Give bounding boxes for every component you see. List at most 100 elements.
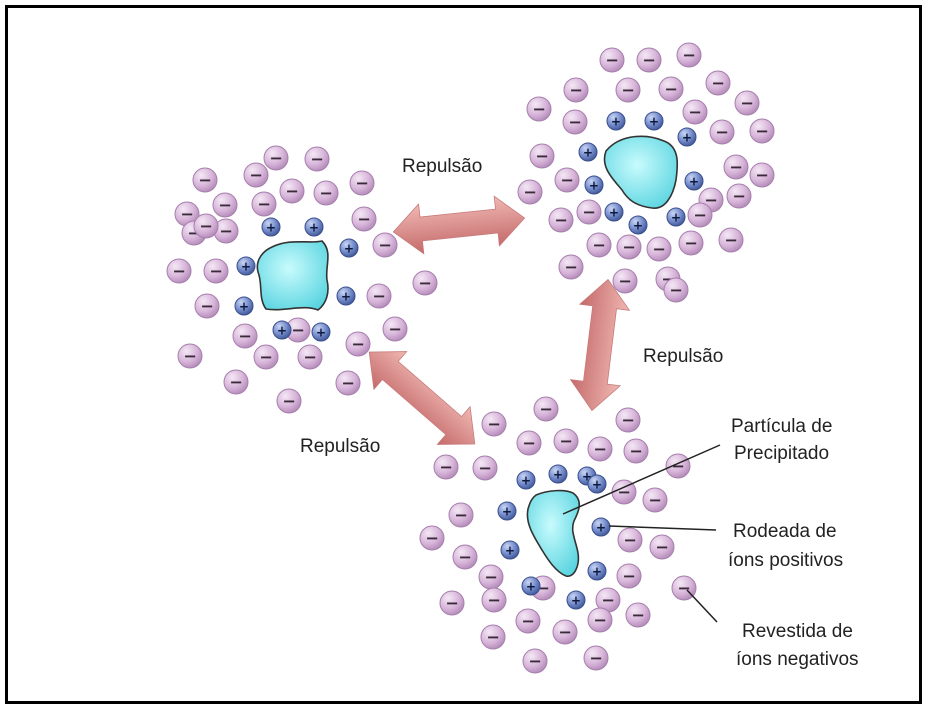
negative-ion-symbol: − bbox=[454, 506, 468, 525]
negative-ion: − bbox=[482, 588, 506, 612]
negative-ion-symbol: − bbox=[425, 529, 439, 548]
negative-ion: − bbox=[577, 200, 601, 224]
negative-ion: − bbox=[688, 203, 712, 227]
particle-left bbox=[257, 241, 328, 310]
positive-ion: + bbox=[549, 465, 567, 483]
negative-ion: − bbox=[600, 48, 624, 72]
positive-ions-label-line1: Rodeada de bbox=[733, 521, 837, 542]
negative-ion: − bbox=[449, 503, 473, 527]
positive-ion-symbol: + bbox=[316, 326, 326, 340]
positive-ion-symbol: + bbox=[341, 290, 351, 304]
negative-ion-symbol: − bbox=[209, 262, 223, 281]
negative-ion: − bbox=[453, 545, 477, 569]
negative-ion-symbol: − bbox=[621, 81, 635, 100]
negative-ion: − bbox=[336, 371, 360, 395]
negative-ion: − bbox=[314, 181, 338, 205]
negative-ion-symbol: − bbox=[724, 231, 738, 250]
positive-ion-symbol: + bbox=[682, 131, 692, 145]
negative-ion-symbol: − bbox=[183, 347, 197, 366]
negative-ion: − bbox=[613, 269, 637, 293]
particle-bottom bbox=[527, 491, 579, 577]
negative-ion-symbol: − bbox=[655, 538, 669, 557]
positive-ion-symbol: + bbox=[671, 211, 681, 225]
negative-ion-symbol: − bbox=[180, 205, 194, 224]
negative-ion-symbol: − bbox=[521, 612, 535, 631]
negative-ion-symbol: − bbox=[259, 348, 273, 367]
negative-ion: − bbox=[224, 370, 248, 394]
positive-ion-symbol: + bbox=[266, 221, 276, 235]
positive-ion-symbol: + bbox=[344, 242, 354, 256]
negative-ion: − bbox=[527, 97, 551, 121]
positive-ion: + bbox=[312, 323, 330, 341]
negative-ion-symbol: − bbox=[558, 623, 572, 642]
negative-ion: − bbox=[254, 345, 278, 369]
negative-ion-symbol: − bbox=[303, 348, 317, 367]
negative-ion-symbol: − bbox=[487, 415, 501, 434]
negative-ion: − bbox=[534, 397, 558, 421]
negative-ion-symbol: − bbox=[605, 51, 619, 70]
negative-ion: − bbox=[244, 163, 268, 187]
negative-ion: − bbox=[383, 317, 407, 341]
negative-ion: − bbox=[554, 429, 578, 453]
positive-ion: + bbox=[517, 471, 535, 489]
negative-ion: − bbox=[516, 609, 540, 633]
negative-ion-symbol: − bbox=[218, 196, 232, 215]
positive-ions-label-line2: íons positivos bbox=[728, 550, 843, 571]
negative-ion-symbol: − bbox=[564, 258, 578, 277]
negative-ion: − bbox=[624, 439, 648, 463]
particle-top bbox=[604, 136, 677, 208]
negative-ion: − bbox=[750, 163, 774, 187]
positive-ion-symbol: + bbox=[241, 260, 251, 274]
positive-ion-symbol: + bbox=[239, 300, 249, 314]
negative-ion-symbol: − bbox=[528, 652, 542, 671]
negative-ion: − bbox=[584, 646, 608, 670]
negative-ion: − bbox=[616, 408, 640, 432]
negative-ion: − bbox=[264, 146, 288, 170]
negative-ion-symbol: − bbox=[319, 184, 333, 203]
negative-ion-symbol: − bbox=[388, 320, 402, 339]
negative-ion: − bbox=[523, 649, 547, 673]
negative-ion-symbol: − bbox=[642, 51, 656, 70]
negative-ion: − bbox=[666, 454, 690, 478]
negative-ion: − bbox=[413, 271, 437, 295]
negative-ion-symbol: − bbox=[715, 123, 729, 142]
negative-ion-symbol: − bbox=[593, 440, 607, 459]
positive-ion-symbol: + bbox=[689, 175, 699, 189]
negative-ion-symbol: − bbox=[291, 321, 305, 340]
positive-ion: + bbox=[262, 218, 280, 236]
negative-ion-symbol: − bbox=[269, 149, 283, 168]
repulsion-arrow-right bbox=[567, 276, 633, 413]
positive-ion-symbol: + bbox=[571, 594, 581, 608]
negative-ion: − bbox=[643, 488, 667, 512]
negative-ion: − bbox=[559, 255, 583, 279]
negative-ion-symbol: − bbox=[199, 217, 213, 236]
negative-ion-symbol: − bbox=[418, 274, 432, 293]
negative-ion-symbol: − bbox=[682, 46, 696, 65]
positive-ion-symbol: + bbox=[583, 146, 593, 160]
negative-ion: − bbox=[233, 324, 257, 348]
negative-ion: − bbox=[204, 259, 228, 283]
negative-ion-symbol: − bbox=[532, 100, 546, 119]
negative-ion-symbol: − bbox=[622, 238, 636, 257]
negative-ion-symbol: − bbox=[478, 459, 492, 478]
negative-ion: − bbox=[564, 78, 588, 102]
negative-ion-symbol: − bbox=[257, 195, 271, 214]
negative-ion-symbol: − bbox=[310, 150, 324, 169]
negative-ion: − bbox=[647, 237, 671, 261]
positive-ion: + bbox=[607, 112, 625, 130]
positive-ion: + bbox=[667, 208, 685, 226]
negative-ion-symbol: − bbox=[341, 374, 355, 393]
negative-ion: − bbox=[719, 228, 743, 252]
negative-ion-symbol: − bbox=[582, 203, 596, 222]
negative-ion-symbol: − bbox=[669, 281, 683, 300]
negative-ion: − bbox=[277, 389, 301, 413]
negative-ion-symbol: − bbox=[535, 147, 549, 166]
negative-ion: − bbox=[706, 71, 730, 95]
positive-ion: + bbox=[605, 203, 623, 221]
positive-ion: + bbox=[337, 287, 355, 305]
positive-ion: + bbox=[645, 112, 663, 130]
negative-ion: − bbox=[750, 119, 774, 143]
repulsion-label-top: Repulsão bbox=[402, 156, 482, 177]
negative-ion: − bbox=[440, 591, 464, 615]
positive-ion: + bbox=[588, 562, 606, 580]
